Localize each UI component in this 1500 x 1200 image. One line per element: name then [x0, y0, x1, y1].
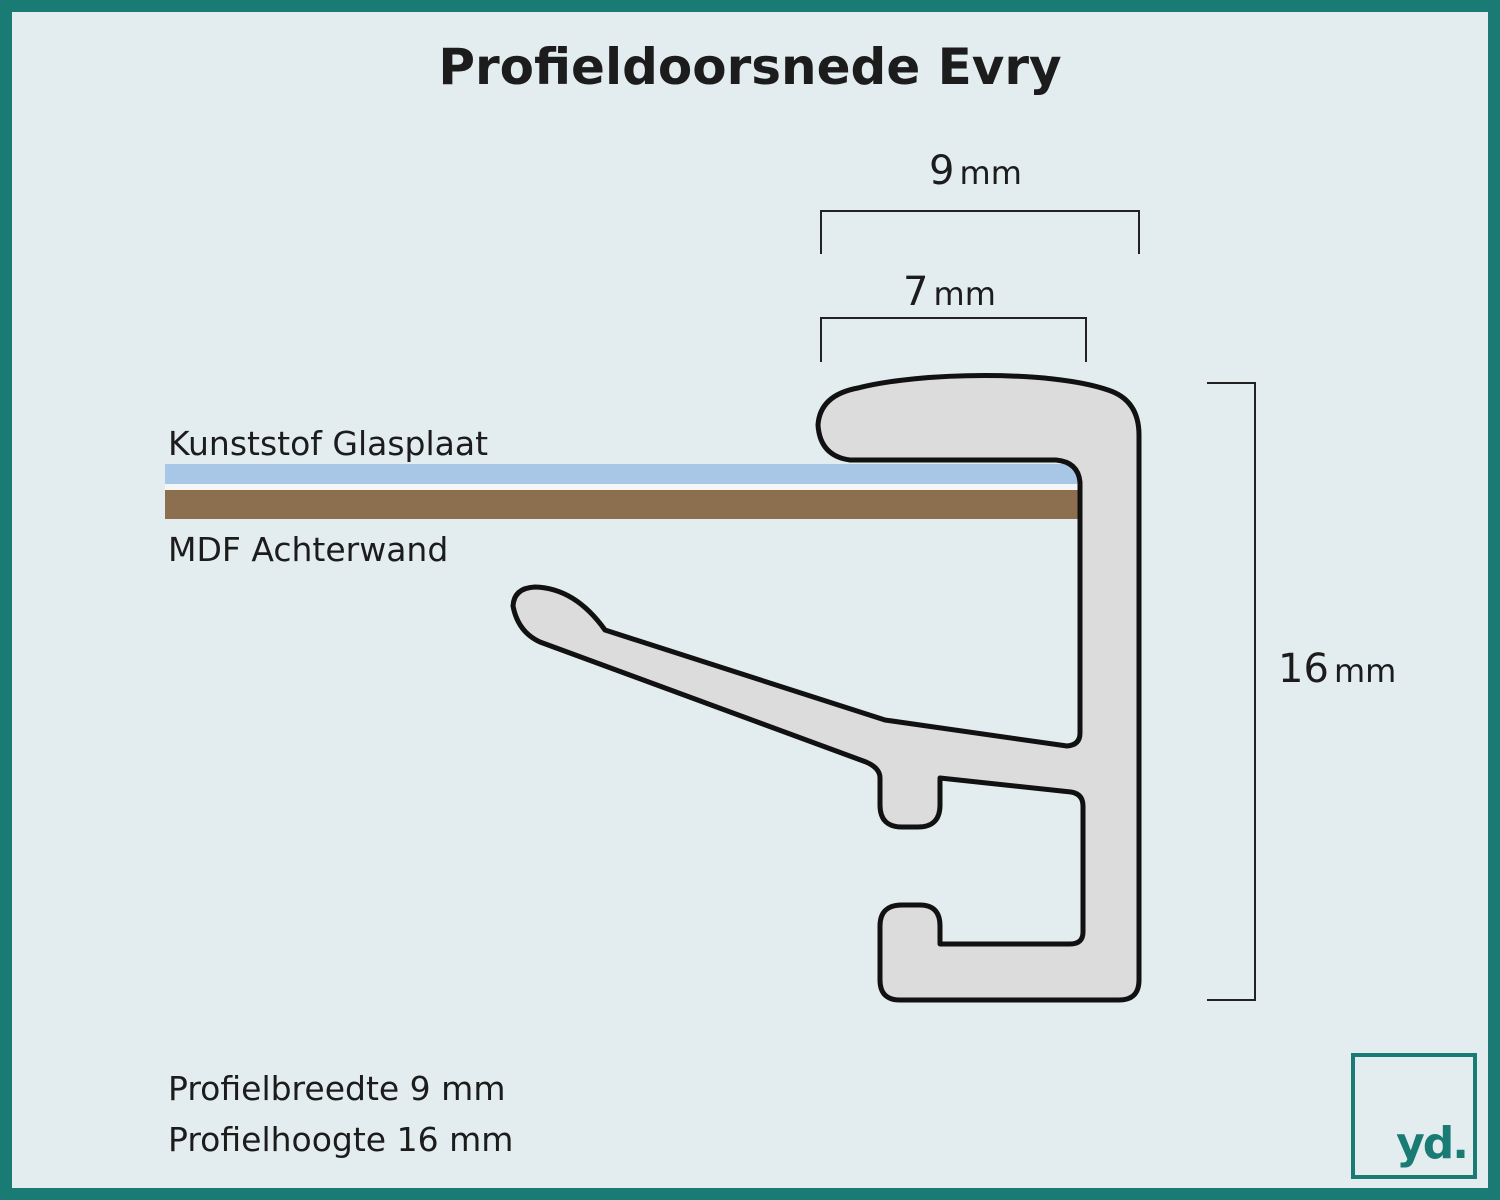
width-inner-bracket — [820, 317, 1087, 362]
height-label: 16 mm — [1278, 646, 1396, 692]
width-outer-label: 9 mm — [929, 148, 1022, 194]
width-inner-label: 7 mm — [903, 269, 996, 315]
width-inner-unit: mm — [933, 275, 996, 313]
height-unit: mm — [1334, 652, 1397, 690]
mdf-backing — [165, 490, 1081, 519]
glass-plate-label: Kunststof Glasplaat — [168, 424, 489, 463]
glass-plate — [165, 464, 1081, 484]
height-bracket — [1207, 382, 1256, 1001]
layer-separator — [165, 484, 1081, 490]
mdf-backing-label: MDF Achterwand — [168, 530, 449, 569]
width-outer-unit: mm — [959, 154, 1022, 192]
width-inner-value: 7 — [903, 269, 929, 315]
diagram-title: Profieldoorsnede Evry — [438, 38, 1062, 96]
brand-logo-text: yd. — [1396, 1118, 1469, 1169]
profile-width-spec: Profielbreedte 9 mm — [168, 1069, 506, 1108]
profile-cross-section — [510, 373, 1142, 1003]
height-value: 16 — [1278, 646, 1329, 692]
profile-height-spec: Profielhoogte 16 mm — [168, 1120, 514, 1159]
brand-logo: yd. — [1351, 1053, 1477, 1179]
width-outer-value: 9 — [929, 148, 955, 194]
width-outer-bracket — [820, 210, 1140, 254]
